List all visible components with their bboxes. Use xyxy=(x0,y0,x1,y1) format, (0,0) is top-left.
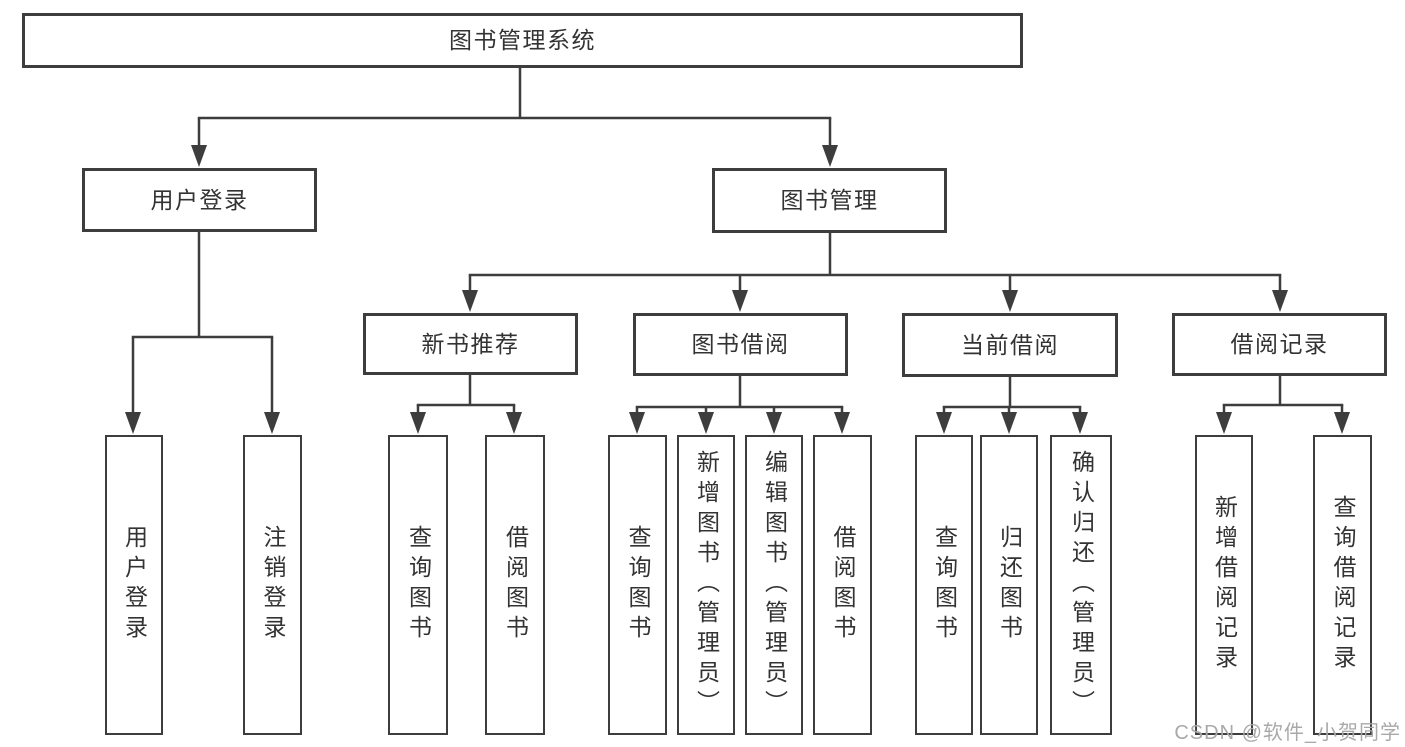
leaf-borrow-books-recommend: 借阅图书 xyxy=(485,435,545,735)
node-library-system: 图书管理系统 xyxy=(22,13,1023,68)
arrowhead-icons xyxy=(125,145,1350,434)
leaf-borrow-books-borrowing: 借阅图书 xyxy=(813,435,872,735)
leaf-query-borrow-record: 查询借阅记录 xyxy=(1313,435,1372,735)
leaf-user-login: 用户登录 xyxy=(105,435,163,735)
leaf-return-book: 归还图书 xyxy=(980,435,1038,735)
leaf-logout: 注销登录 xyxy=(243,435,302,735)
leaf-edit-book-admin: 编辑图书（管理员） xyxy=(745,435,803,735)
leaf-query-books-current: 查询图书 xyxy=(915,435,973,735)
node-user-login: 用户登录 xyxy=(82,168,317,232)
node-book-management: 图书管理 xyxy=(712,168,947,233)
leaf-query-books-borrowing: 查询图书 xyxy=(608,435,667,735)
node-current-borrowing: 当前借阅 xyxy=(902,313,1118,377)
leaf-query-books-recommend: 查询图书 xyxy=(388,435,448,735)
node-book-borrowing: 图书借阅 xyxy=(633,313,848,376)
node-new-book-recommend: 新书推荐 xyxy=(363,313,578,375)
csdn-watermark: CSDN @软件_小贺同学 xyxy=(1174,722,1401,744)
leaf-add-book-admin: 新增图书（管理员） xyxy=(677,435,735,735)
leaf-confirm-return-admin: 确认归还（管理员） xyxy=(1050,435,1112,735)
leaf-add-borrow-record: 新增借阅记录 xyxy=(1195,435,1253,735)
node-borrowing-records: 借阅记录 xyxy=(1172,313,1387,376)
